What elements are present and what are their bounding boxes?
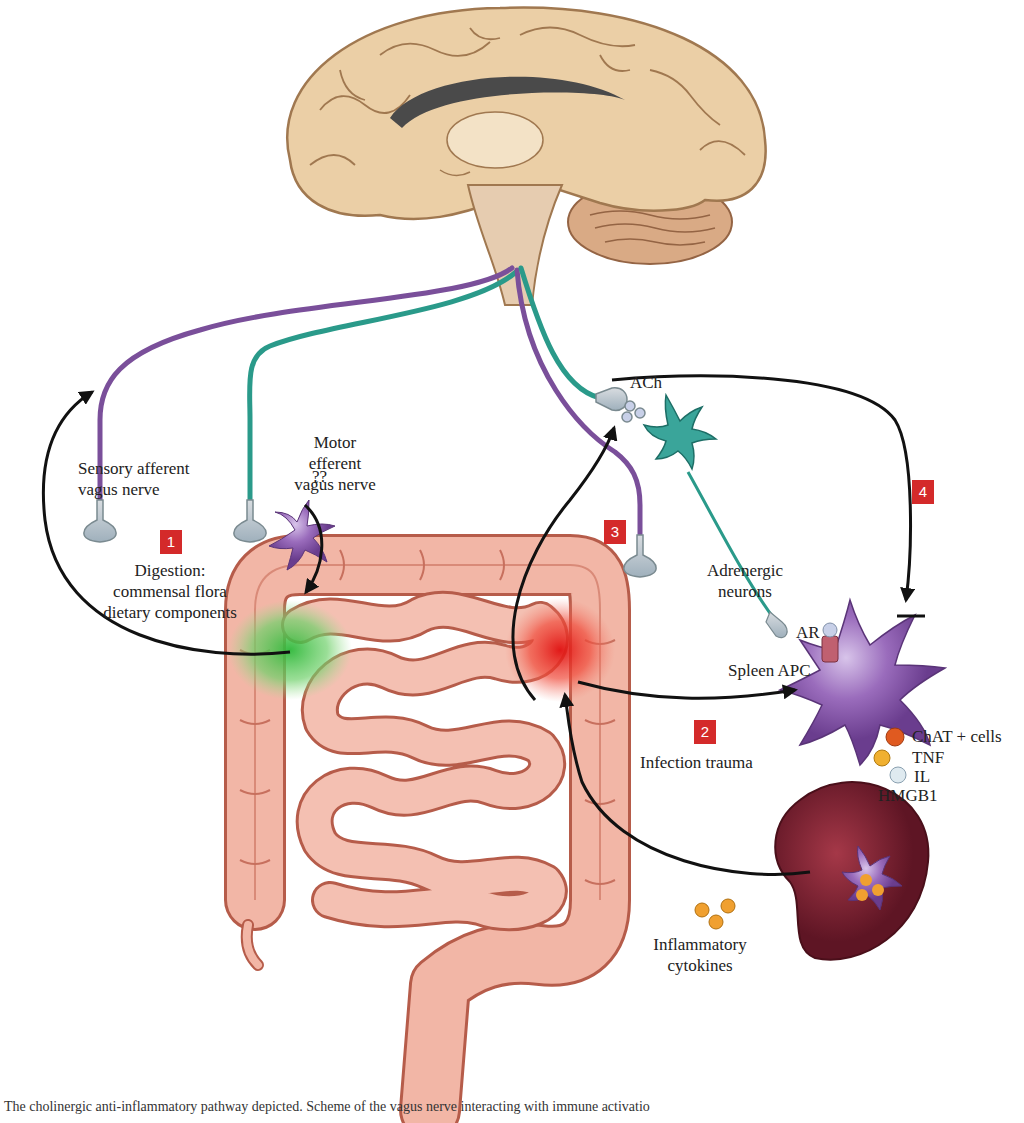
figure-caption: The cholinergic anti-inflammatory pathwa…: [4, 1098, 650, 1116]
process-note: Digestion: commensal flora dietary compo…: [95, 560, 245, 623]
cytokine-label: TNF: [912, 747, 972, 768]
spleen: [775, 782, 928, 960]
cell-label: Spleen APC: [728, 660, 828, 681]
callout-number: 1: [160, 530, 182, 554]
cytokine-label: Inflammatory cytokines: [635, 934, 765, 976]
pathway-arrows: [43, 376, 925, 874]
intestines: [228, 500, 615, 1110]
brain: [287, 7, 765, 305]
nerve-terminals: [84, 388, 656, 577]
adrenergic-neuron: [644, 395, 787, 638]
neuron-label: Adrenergic neurons: [690, 560, 800, 602]
cytokine-label: HMGB1: [878, 785, 958, 806]
cell-label: ChAT + cells: [912, 726, 1022, 747]
nerve-label: Motor efferent vagus nerve: [290, 432, 380, 495]
trigger-label: Infection trauma: [640, 752, 790, 773]
receptor-label: AR: [796, 622, 826, 643]
nerve-label: Sensory afferent vagus nerve: [78, 458, 228, 500]
cytokine-particles: [695, 899, 735, 929]
callout-number: 2: [694, 720, 716, 744]
transmitter-label: ACh: [630, 372, 680, 393]
callout-number: 4: [912, 480, 934, 504]
callout-number: 3: [604, 520, 626, 544]
cytokine-label: IL: [914, 766, 954, 787]
vagus-nerve: [100, 268, 640, 540]
question-mark: ??: [312, 466, 352, 487]
